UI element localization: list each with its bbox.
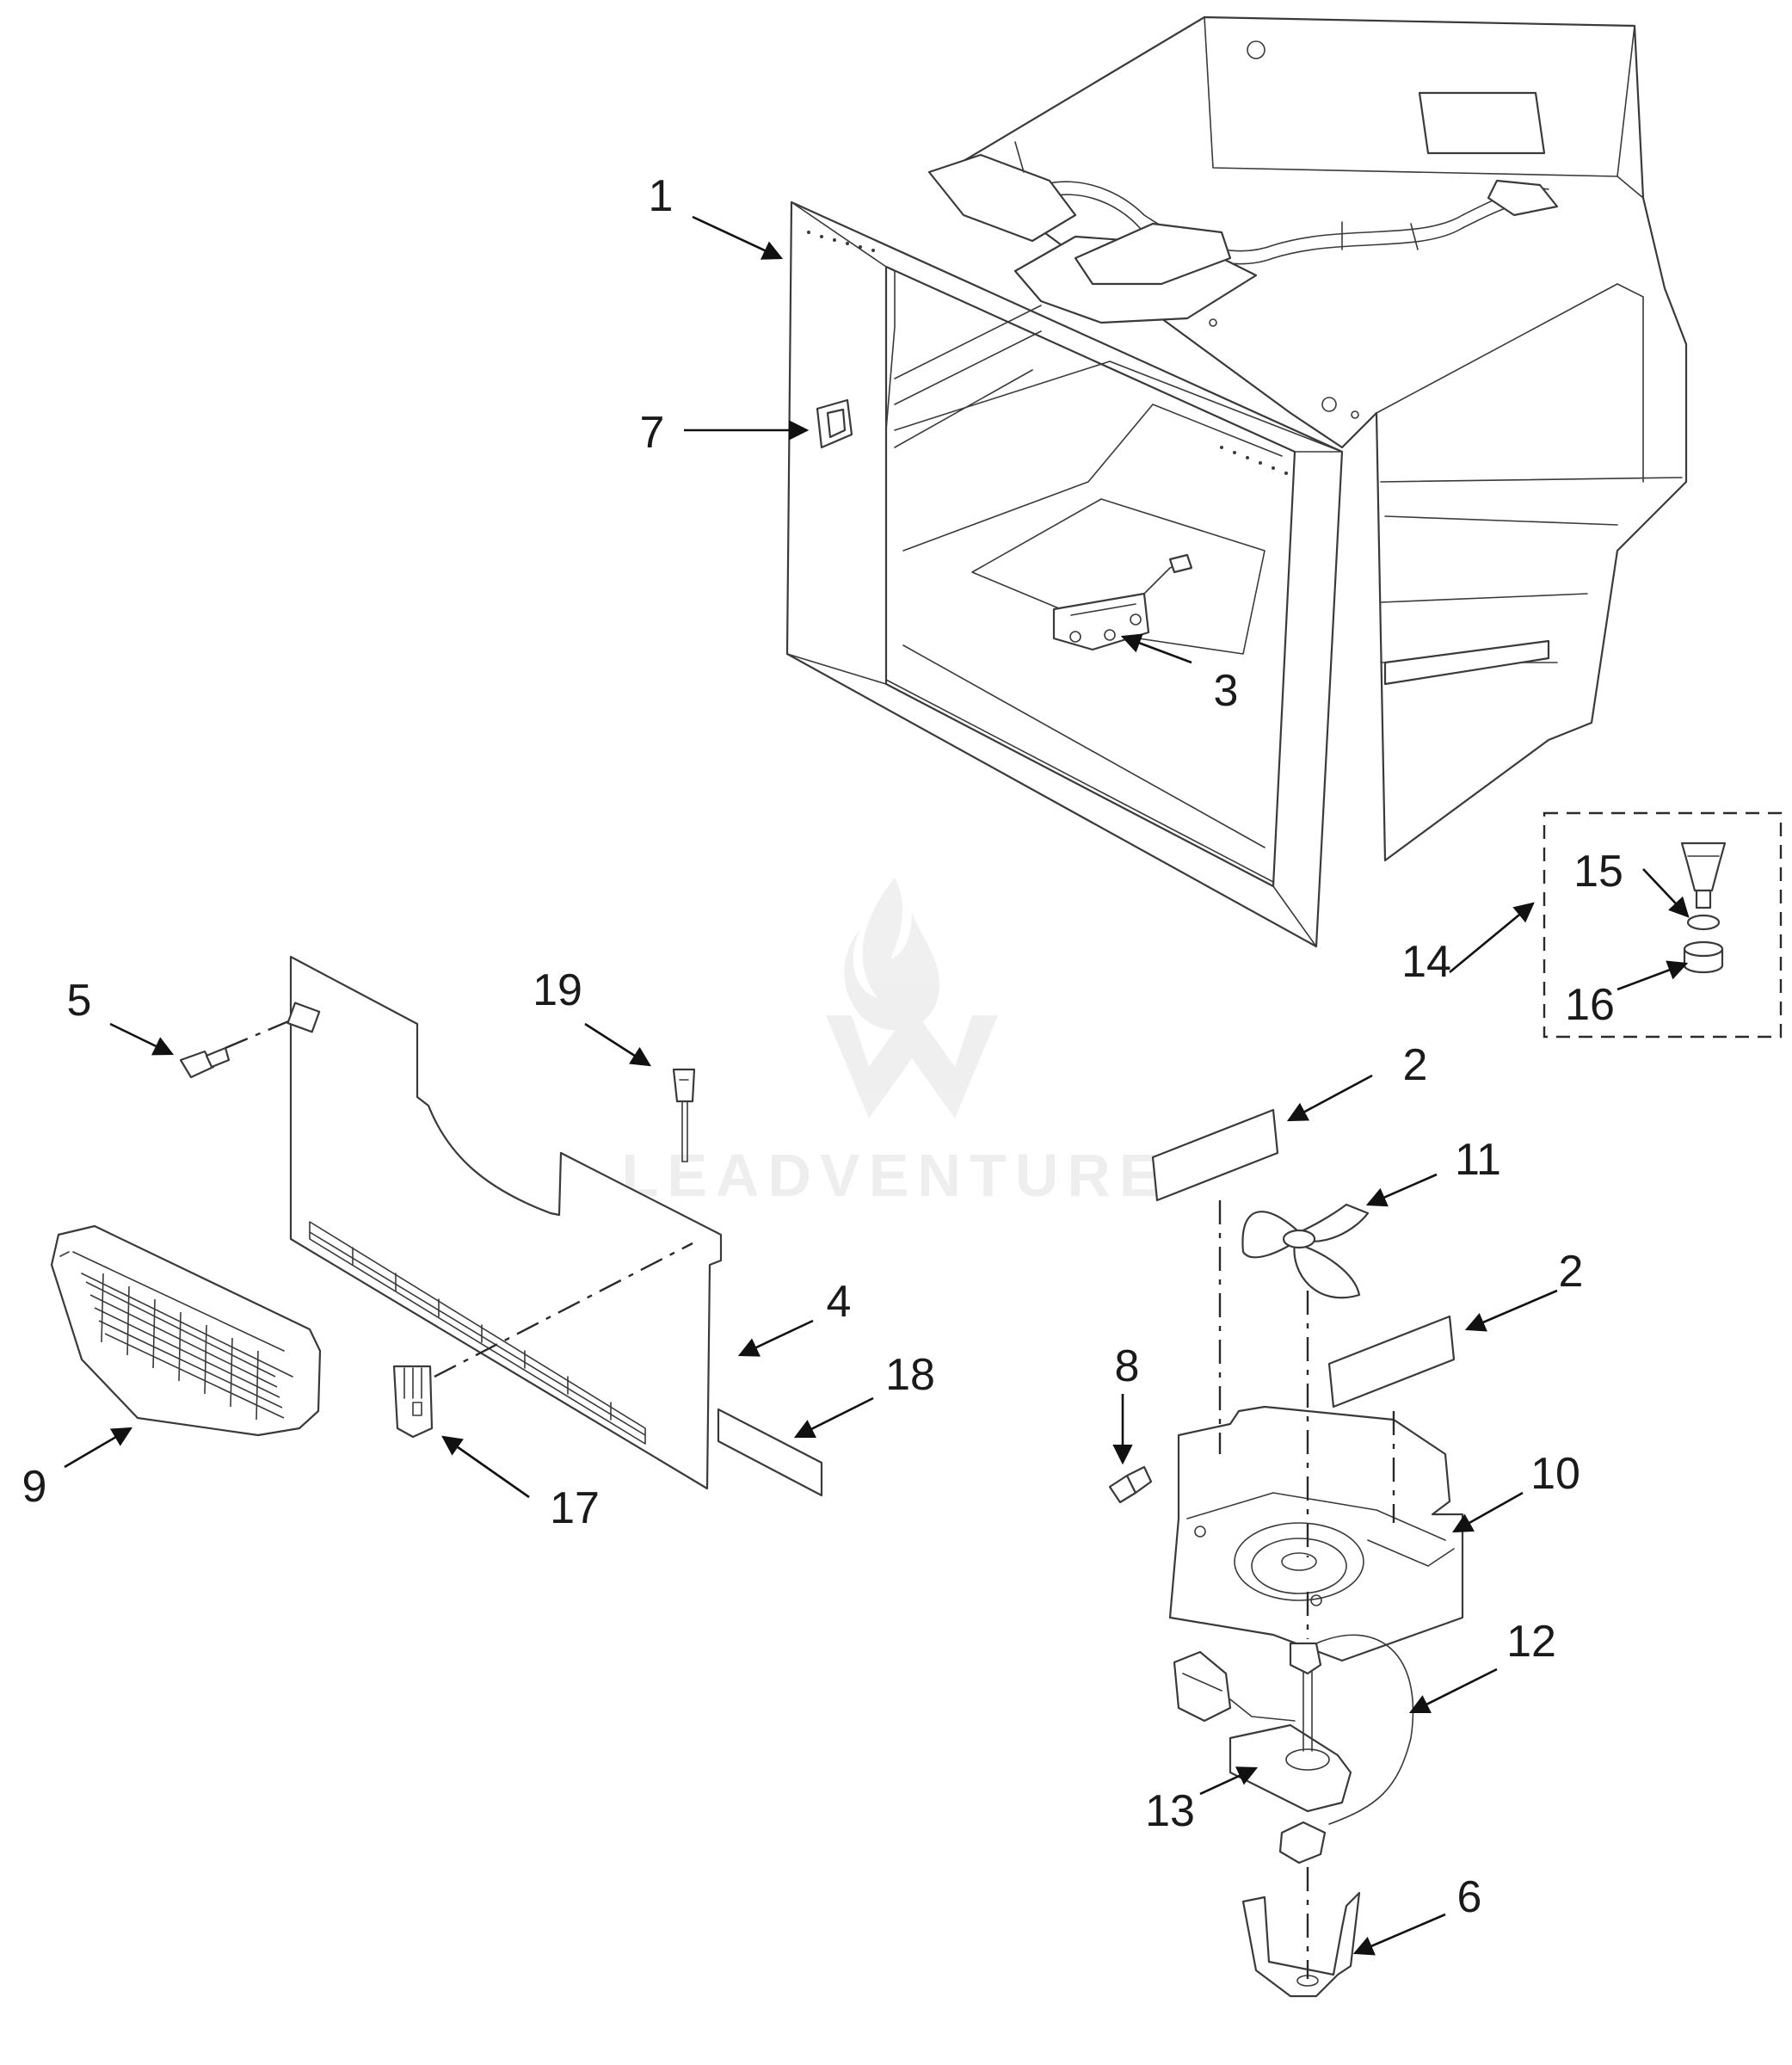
callout-7: 7 [640,408,665,458]
callout-10: 10 [1530,1449,1580,1499]
part-9-grille [50,1224,322,1437]
callout-14: 14 [1401,937,1451,987]
callout-11: 11 [1455,1135,1501,1185]
part-8-screw [1108,1465,1153,1504]
callout-15: 15 [1573,847,1623,897]
callout-18: 18 [885,1350,935,1400]
part-17-clip [392,1365,434,1439]
callout-1: 1 [649,171,674,221]
callout-12: 12 [1506,1617,1556,1667]
callout-8: 8 [1115,1341,1140,1391]
part-19-thermistor [672,1068,696,1162]
callout-16: 16 [1565,980,1615,1030]
callout-9: 9 [22,1462,47,1512]
part-6-bracket [1241,1891,1361,1998]
part-4-rear-panel [286,955,723,1490]
part-12-13-fan-motor [1173,1634,1414,1865]
callout-19: 19 [533,965,582,1015]
part-18-strip [717,1408,823,1497]
part-7-switch [816,398,853,449]
callout-5: 5 [67,976,92,1026]
callout-labels: 1 7 3 15 14 16 5 19 2 11 2 4 18 8 10 9 1… [22,171,1623,1922]
callout-6: 6 [1457,1872,1482,1922]
kit-14-outline [1543,811,1783,1039]
callout-4: 4 [827,1277,852,1327]
part-2-foam-pad-upper [1151,1108,1279,1202]
alignment-lines [1218,1200,1395,1979]
part-2-foam-pad-lower [1327,1315,1456,1409]
part-15-o-ring [1686,914,1721,931]
callout-3: 3 [1214,666,1239,716]
part-1-freezer-housing [785,15,1688,948]
flame-logo-icon [826,878,998,1119]
part-5-screw [179,1018,293,1079]
callout-13: 13 [1145,1786,1195,1836]
part-10-fan-shroud [1168,1405,1464,1662]
callout-17: 17 [550,1483,600,1533]
part-15-16-drain-assembly [1680,841,1727,974]
leadventure-watermark: LEADVENTURE [621,878,1167,1209]
part-11-fan-blade [1241,1203,1370,1299]
callout-2-lower: 2 [1559,1247,1584,1297]
leader-arrows [64,215,1690,1956]
callout-2-upper: 2 [1403,1040,1428,1090]
watermark-text: LEADVENTURE [621,1142,1167,1209]
